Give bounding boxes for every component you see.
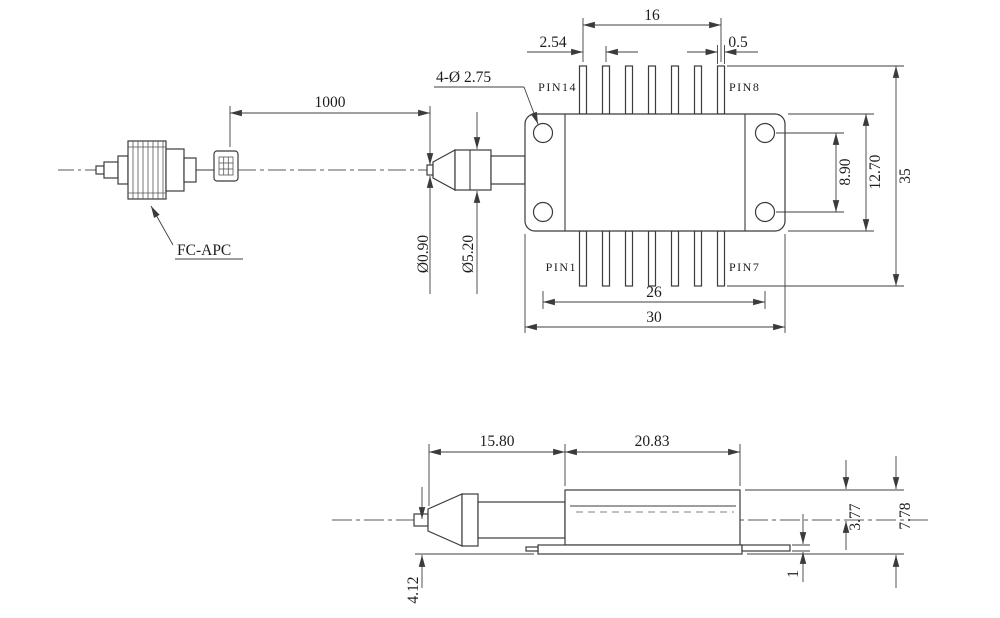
dim-hole-span-vertical: 8.90 xyxy=(776,132,854,213)
pin xyxy=(624,65,634,115)
fc-apc-connector xyxy=(95,140,197,200)
connector-boot xyxy=(183,157,197,183)
pin xyxy=(716,65,726,115)
dim-1000-text: 1000 xyxy=(315,94,346,111)
pin1-label: PIN1 xyxy=(546,260,577,274)
hole-callout-text: 4-Ø 2.75 xyxy=(436,69,491,86)
dim-fiber-diameter: Ø0.90 xyxy=(415,176,434,294)
dim-2083-text: 20.83 xyxy=(635,433,670,450)
nose-lens-assembly-side xyxy=(413,493,566,547)
dim-35-text: 35 xyxy=(897,168,914,184)
fiber-boot-symbol xyxy=(213,150,239,182)
fiber-tip-side xyxy=(413,513,429,527)
pin xyxy=(716,230,726,287)
fc-apc-callout: FC-APC xyxy=(150,205,243,260)
dim-1580-text: 15.80 xyxy=(480,433,515,450)
dim-body-top-to-center: 3.77 xyxy=(842,460,864,550)
pin xyxy=(601,65,611,115)
butterfly-package-side xyxy=(525,489,791,555)
dim-254-text: 2.54 xyxy=(539,34,566,51)
dim-nose-length: 15.80 xyxy=(428,433,566,506)
mounting-hole xyxy=(532,122,554,144)
pin xyxy=(670,65,680,115)
pin7-label: PIN7 xyxy=(729,260,760,274)
pin xyxy=(647,230,657,287)
dim-1270-text: 12.70 xyxy=(867,154,884,189)
dim-body-length: 20.83 xyxy=(565,433,741,486)
connector-back-body xyxy=(165,148,185,192)
hole-callout: 4-Ø 2.75 xyxy=(434,69,539,125)
pin xyxy=(624,230,634,287)
package-body-side xyxy=(564,489,741,546)
dim-pin-width: 0.5 xyxy=(687,34,758,64)
pin xyxy=(578,230,588,287)
dim-fiber-length: 1000 xyxy=(229,94,434,165)
dim-05-text: 0.5 xyxy=(728,34,748,51)
dim-30-text: 30 xyxy=(646,309,662,326)
pin xyxy=(670,230,680,287)
base-plate-right-tab xyxy=(741,544,791,552)
dim-d090-text: Ø0.90 xyxy=(415,235,432,274)
connector-tip xyxy=(95,165,105,175)
nose-cone xyxy=(432,148,456,192)
connector-nut xyxy=(117,155,129,185)
pin xyxy=(647,65,657,115)
dim-total-height: 7.78 xyxy=(745,456,914,588)
nose-snout-side xyxy=(477,501,566,539)
pin8-label: PIN8 xyxy=(729,80,760,94)
nose-barrel-side xyxy=(461,493,479,547)
base-plate-left-tab xyxy=(525,546,539,552)
pin14-label: PIN14 xyxy=(538,80,577,94)
dim-overall-height: 35 xyxy=(727,65,914,287)
nose-barrel xyxy=(454,149,492,191)
connector-knurl-body xyxy=(127,140,167,200)
nose-lens-assembly-top xyxy=(426,148,526,192)
dim-nose-diameter: Ø5.20 xyxy=(460,112,481,294)
package-flange xyxy=(524,113,786,232)
dim-26-text: 26 xyxy=(646,284,662,301)
dim-body-height: 12.70 xyxy=(788,113,884,232)
mounting-hole xyxy=(532,201,554,223)
dim-flange-width: 30 xyxy=(524,234,786,333)
dim-1-text: 1 xyxy=(785,570,802,578)
pin xyxy=(601,230,611,287)
dim-center-to-base: 4.12 xyxy=(405,487,534,604)
dim-pin-pitch: 2.54 xyxy=(527,34,638,62)
dim-base-thickness: 1 xyxy=(785,514,810,582)
mounting-hole xyxy=(754,201,776,223)
dim-pin-span: 16 xyxy=(582,7,722,62)
pin xyxy=(693,65,703,115)
pins-bottom-row xyxy=(578,230,726,287)
connector-ferrule xyxy=(103,161,119,179)
dim-377-text: 3.77 xyxy=(847,503,864,530)
pin xyxy=(578,65,588,115)
connector-label: FC-APC xyxy=(177,242,231,259)
butterfly-package-top xyxy=(524,113,786,232)
dim-412-text: 4.12 xyxy=(405,576,422,603)
dim-16-text: 16 xyxy=(644,7,660,24)
pin xyxy=(693,230,703,287)
nose-snout xyxy=(490,155,526,185)
dim-890-text: 8.90 xyxy=(837,158,854,185)
dim-778-text: 7.78 xyxy=(897,502,914,529)
mounting-hole xyxy=(754,122,776,144)
base-plate xyxy=(537,544,743,555)
nose-cone-side xyxy=(427,493,463,547)
pins-top-row xyxy=(578,65,726,115)
fiber-entry-tip xyxy=(426,164,434,176)
dim-inner-width: 26 xyxy=(542,284,766,309)
dim-d520-text: Ø5.20 xyxy=(460,235,477,274)
